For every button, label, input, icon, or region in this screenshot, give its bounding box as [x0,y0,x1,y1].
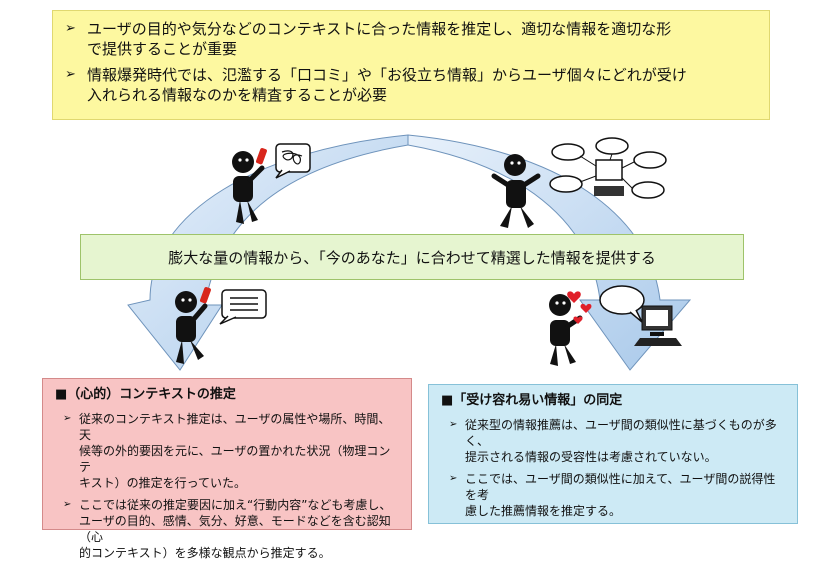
panel-bullet-line: 慮した推薦情報を推定する。 [465,504,622,518]
excited-person-icon [491,154,541,228]
acceptable-info-panel: ■「受け容れ易い情報」の同定 ➢ 従来型の情報推薦は、ユーザ間の類似性に基づくも… [428,384,798,524]
central-message-text: 膨大な量の情報から、「今のあなた」に合わせて精選した情報を提供する [168,248,656,267]
bullet-arrow-icon: ➢ [449,419,458,430]
bullet-arrow-icon: ➢ [65,67,76,82]
panel-bullet: ➢ ここでは従来の推定要因に加え“行動内容”なども考慮し、 ユーザの目的、感情、… [63,497,399,561]
person-with-phone-icon [232,148,267,224]
panel-bullet-line: 従来型の情報推薦は、ユーザ間の類似性に基づくものが多く、 [465,418,777,448]
panel-bullet-line: 従来のコンテキスト推定は、ユーザの属性や場所、時間、天 [79,412,391,442]
computer-monitor-icon [634,305,682,346]
happy-person-icon [549,294,583,366]
summary-bullet-line: 入れられる情報なのかを精査することが必要 [87,86,388,104]
panel-heading: ■「受け容れ易い情報」の同定 [441,393,623,408]
summary-bullet-line: ユーザの目的や気分などのコンテキストに合った情報を推定し、適切な情報を適切な形 [87,20,672,38]
context-estimation-panel: ■（心的）コンテキストの推定 ➢ 従来のコンテキスト推定は、ユーザの属性や場所、… [42,378,412,560]
panel-bullet: ➢ 従来のコンテキスト推定は、ユーザの属性や場所、時間、天 候等の外的要因を元に… [63,411,399,491]
bullet-arrow-icon: ➢ [449,473,458,484]
panel-bullet-line: ユーザの目的、感情、気分、好意、モードなどを含む認知（心 [79,514,391,544]
person-with-phone-icon [175,287,211,364]
summary-box: ➢ ユーザの目的や気分などのコンテキストに合った情報を推定し、適切な情報を適切な… [52,10,770,120]
message-speech-bubble-icon [219,289,267,325]
network-cloud-icon [549,137,667,199]
panel-bullet-line: 提示される情報の受容性は考慮されていない。 [465,450,717,464]
panel-bullet-line: 候等の外的要因を元に、ユーザの置かれた状況（物理コンテ [79,444,391,474]
bullet-arrow-icon: ➢ [63,413,72,424]
bullet-arrow-icon: ➢ [63,499,72,510]
summary-bullet: ➢ ユーザの目的や気分などのコンテキストに合った情報を推定し、適切な情報を適切な… [65,19,759,59]
panel-bullet-line: ここでは、ユーザ間の類似性に加えて、ユーザ間の説得性を考 [465,472,776,502]
panel-bullet-line: キスト）の推定を行っていた。 [79,476,247,490]
panel-heading: ■（心的）コンテキストの推定 [55,387,236,402]
panel-bullet: ➢ ここでは、ユーザ間の類似性に加えて、ユーザ間の説得性を考 慮した推薦情報を推… [449,471,785,519]
summary-bullet: ➢ 情報爆発時代では、氾濫する「口コミ」や「お役立ち情報」からユーザ個々にどれが… [65,65,759,105]
summary-bullet-line: で提供することが重要 [87,40,238,58]
bullet-arrow-icon: ➢ [65,21,76,36]
summary-bullet-line: 情報爆発時代では、氾濫する「口コミ」や「お役立ち情報」からユーザ個々にどれが受け [87,66,687,84]
tangled-speech-bubble-icon [275,143,311,179]
panel-bullet-line: ここでは従来の推定要因に加え“行動内容”なども考慮し、 [79,498,392,512]
panel-bullet-line: 的コンテキスト）を多様な観点から推定する。 [79,546,331,560]
central-message-bar: 膨大な量の情報から、「今のあなた」に合わせて精選した情報を提供する [80,234,744,280]
empty-speech-bubble-icon [599,285,645,323]
flow-diagram [127,134,692,371]
panel-bullet: ➢ 従来型の情報推薦は、ユーザ間の類似性に基づくものが多く、 提示される情報の受… [449,417,785,465]
heart-icon [567,291,592,324]
